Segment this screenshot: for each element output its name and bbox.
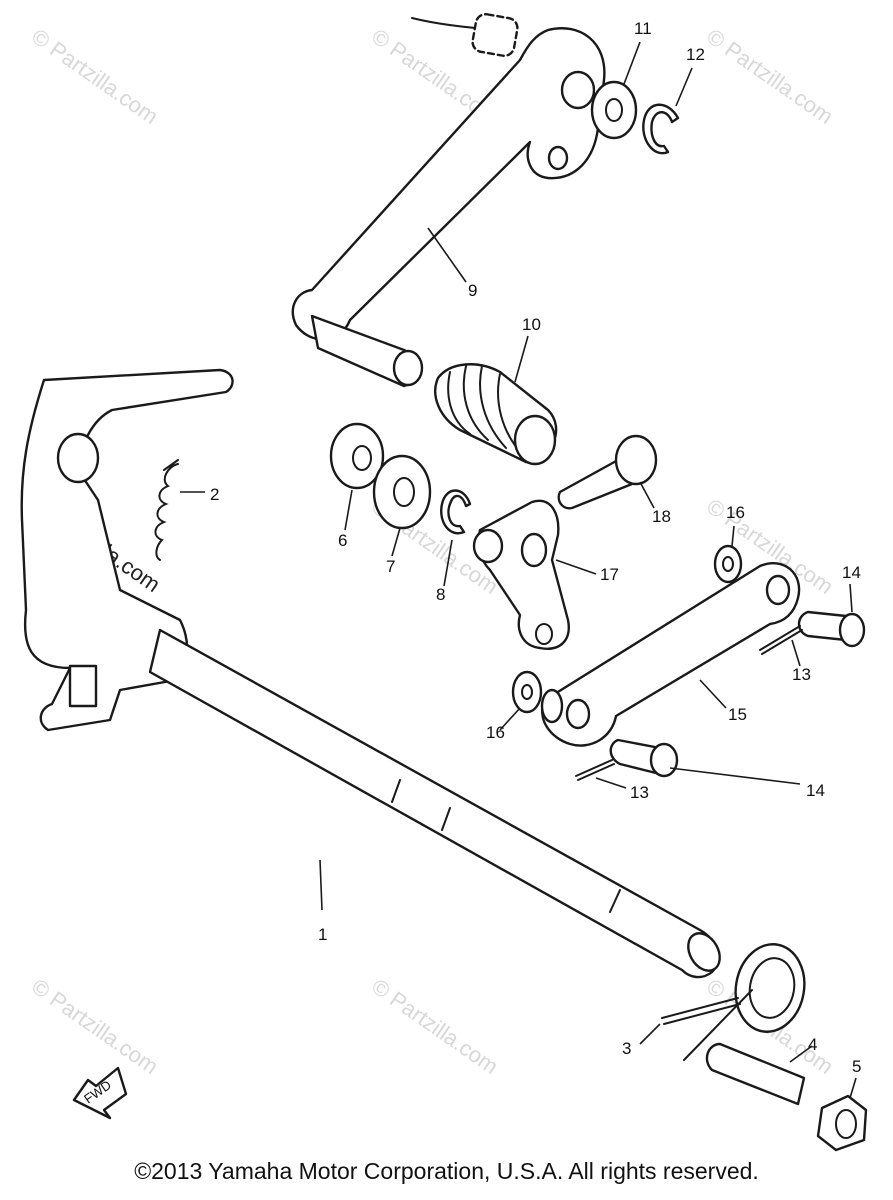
callout-8: 8 bbox=[436, 585, 445, 604]
watermark: © Partzilla.com bbox=[702, 24, 838, 130]
part-12-circlip bbox=[642, 103, 680, 155]
callout-7: 7 bbox=[386, 557, 395, 576]
part-16-washer-upper-hole bbox=[722, 556, 734, 572]
callout-13-upper: 13 bbox=[792, 665, 811, 684]
callout-13-lower: 13 bbox=[630, 783, 649, 802]
part-13-cotter-pin-upper bbox=[759, 625, 803, 655]
callout-1: 1 bbox=[318, 925, 327, 944]
watermark: © Partzilla.com bbox=[27, 24, 163, 130]
part-6-washer-hole bbox=[352, 445, 372, 471]
callout-5: 5 bbox=[852, 1057, 861, 1076]
callout-12: 12 bbox=[686, 45, 705, 64]
callout-16-lower: 16 bbox=[486, 723, 505, 742]
callout-2: 2 bbox=[210, 485, 219, 504]
part-14-pin-upper bbox=[797, 610, 866, 648]
watermark: © Partzilla.com bbox=[367, 974, 503, 1080]
part-2-spring bbox=[154, 459, 179, 561]
part-1-shift-shaft bbox=[20, 368, 721, 979]
callout-11: 11 bbox=[634, 19, 652, 38]
callout-14-upper: 14 bbox=[842, 563, 861, 582]
part-11-washer bbox=[590, 80, 638, 140]
part-4-collar bbox=[705, 1042, 806, 1106]
leader-lines bbox=[180, 41, 857, 1099]
part-6-washer bbox=[329, 422, 385, 490]
part-7-washer-hole bbox=[393, 477, 415, 507]
part-16-washer-upper bbox=[713, 544, 743, 584]
callout-17: 17 bbox=[600, 565, 619, 584]
part-14-pin-lower bbox=[609, 738, 679, 778]
part-10-pedal-rubber bbox=[434, 363, 558, 466]
part-8-circlip bbox=[440, 489, 472, 535]
part-16-washer-lower-hole bbox=[521, 684, 533, 700]
part-16-washer-lower bbox=[511, 670, 543, 714]
part-9-shift-pedal bbox=[291, 13, 606, 388]
callout-14-lower: 14 bbox=[806, 781, 825, 800]
part-17-shift-lever bbox=[472, 499, 570, 650]
part-5-nut bbox=[816, 1094, 868, 1152]
callout-18: 18 bbox=[652, 507, 671, 526]
fwd-arrow-icon: FWD bbox=[72, 1066, 128, 1120]
callout-4: 4 bbox=[808, 1035, 817, 1054]
part-3-return-spring bbox=[661, 943, 806, 1061]
part-18-bolt bbox=[557, 434, 658, 510]
callout-15: 15 bbox=[728, 705, 747, 724]
part-11-washer-hole bbox=[605, 98, 623, 122]
callout-3: 3 bbox=[622, 1039, 631, 1058]
copyright-notice: ©2013 Yamaha Motor Corporation, U.S.A. A… bbox=[134, 1158, 759, 1184]
callout-labels: 1 2 3 4 5 6 7 8 9 10 11 12 13 13 14 14 1… bbox=[210, 19, 861, 1076]
callout-6: 6 bbox=[338, 531, 347, 550]
part-15-link-rod bbox=[540, 562, 801, 747]
part-13-cotter-pin-lower bbox=[575, 759, 615, 781]
watermark: © Partzilla.com bbox=[27, 974, 163, 1080]
part-7-washer bbox=[372, 454, 432, 530]
callout-16-upper: 16 bbox=[726, 503, 745, 522]
callout-9: 9 bbox=[468, 281, 477, 300]
callout-10: 10 bbox=[522, 315, 541, 334]
